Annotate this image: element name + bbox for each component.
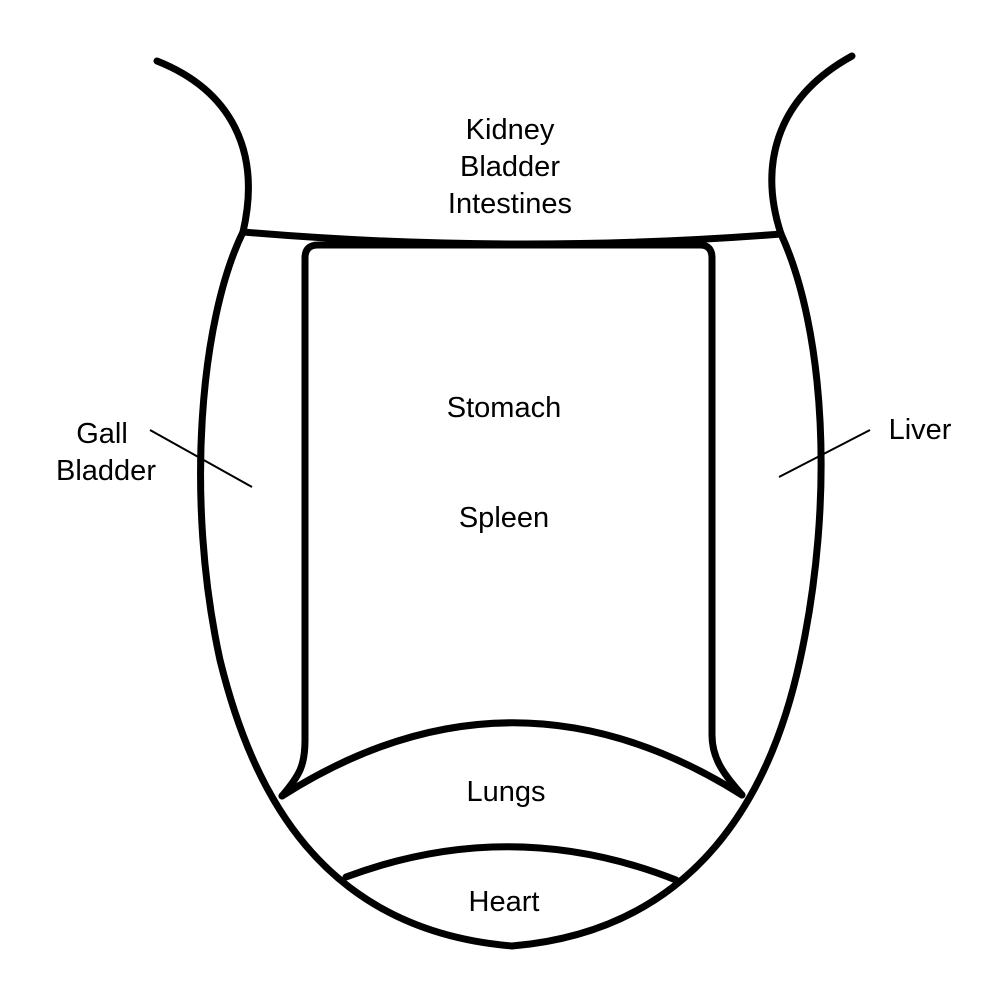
right-top-curve [768,52,856,238]
gall-bladder-leader-line [149,429,253,488]
center-region-border [278,241,746,800]
label-heart: Heart [469,886,540,918]
heart-upper-arc [342,843,680,884]
tongue-outline [197,228,825,950]
label-liver: Liver [889,414,952,446]
label-kidney: Kidney [466,114,555,146]
label-bladder: Bladder [460,151,560,183]
left-top-curve [153,57,252,236]
lungs-upper-arc [278,719,746,800]
liver-leader-line [778,429,871,478]
label-gall-bladder: Bladder [56,455,156,487]
label-stomach: Stomach [447,392,561,424]
label-intestines: Intestines [448,188,572,220]
label-lungs: Lungs [466,776,545,808]
label-spleen: Spleen [459,502,549,534]
label-gall: Gall [76,418,128,450]
